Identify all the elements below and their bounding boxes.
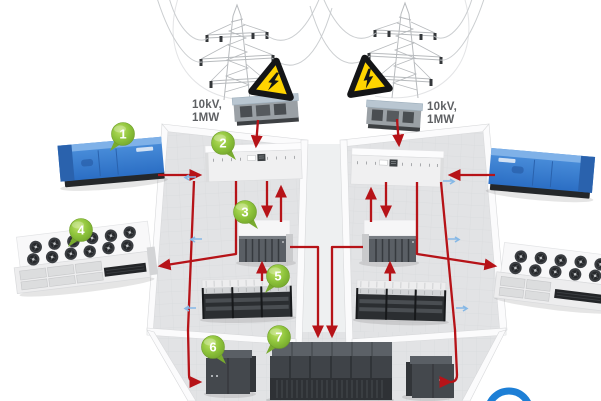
feed-label-line1: 10kV, <box>192 99 222 111</box>
generator-right <box>485 147 596 203</box>
line-switchgear-to-cabinet-left <box>186 180 203 388</box>
battery-rack-right <box>352 279 449 326</box>
air-grill <box>554 288 601 304</box>
floor-direction-arrow-icon <box>456 305 469 312</box>
line-transformer-to-switchgear-left <box>250 119 263 149</box>
high-voltage-warning-icon <box>248 57 294 101</box>
floor-direction-arrow-icon <box>189 236 202 243</box>
badge-5: 5 <box>265 264 290 293</box>
line-switchgear-to-cooling-right <box>415 182 498 271</box>
floor-direction-arrow-icon <box>183 174 196 181</box>
transmission-tower-left <box>156 0 333 101</box>
rack-rails <box>276 380 386 398</box>
badge-6: 6 <box>201 335 226 364</box>
generator-left <box>57 136 168 191</box>
feed-label-line1: 10kV, <box>427 101 457 113</box>
server-rack-row <box>266 342 394 401</box>
battery-rack-left <box>200 277 297 323</box>
line-ups-to-servers-left <box>290 245 324 339</box>
badge-number: 2 <box>219 136 226 151</box>
switchgear-right <box>350 147 445 188</box>
transformer-right <box>366 99 424 132</box>
cooling-unit-right <box>493 242 601 314</box>
floor-direction-arrows <box>183 174 469 312</box>
feed-label-line2: 1MW <box>192 112 219 124</box>
wall-bottom-right <box>461 329 507 401</box>
ups-right <box>359 219 419 267</box>
badge-2: 2 <box>211 131 236 160</box>
ups-left <box>236 219 296 267</box>
badge-1: 1 <box>110 122 135 151</box>
partial-logo-ring-icon <box>487 387 531 401</box>
generator-brand-mark <box>136 146 154 152</box>
high-voltage-warning-icon <box>347 54 393 98</box>
transmission-tower-right <box>309 0 486 99</box>
step-badges: 1 2 3 4 5 6 <box>68 122 291 364</box>
utility-feed-label-left: 10kV, 1MW <box>192 99 222 124</box>
floor-direction-arrow-icon <box>443 178 456 185</box>
power-cabinet-left <box>204 350 256 398</box>
power-cabinet-right <box>402 356 454 401</box>
badge-7: 7 <box>266 325 291 354</box>
line-transformer-to-switchgear-right <box>392 118 405 148</box>
badge-3: 3 <box>233 200 258 229</box>
corridor-floor <box>300 144 350 342</box>
control-panel <box>257 153 266 162</box>
feed-label-line2: 1MW <box>427 114 454 126</box>
air-grill <box>103 262 147 277</box>
control-panel <box>389 159 398 167</box>
badge-number: 4 <box>77 223 85 238</box>
line-switchgear-to-cabinet-right <box>439 181 461 388</box>
badge-number: 5 <box>274 269 281 284</box>
badge-number: 6 <box>209 340 216 355</box>
wall-bottom-left <box>146 329 197 401</box>
badge-4: 4 <box>68 218 93 247</box>
utility-feed-label-right: 10kV, 1MW <box>427 101 457 126</box>
generator-brand-mark <box>498 157 516 164</box>
badge-number: 7 <box>275 330 282 345</box>
line-ups-to-servers-right <box>326 245 363 339</box>
floor-direction-arrow-icon <box>183 305 196 312</box>
cooling-unit-left <box>13 220 159 297</box>
floor-direction-arrow-icon <box>448 236 461 243</box>
badge-number: 3 <box>241 205 248 220</box>
badge-number: 1 <box>119 127 126 142</box>
